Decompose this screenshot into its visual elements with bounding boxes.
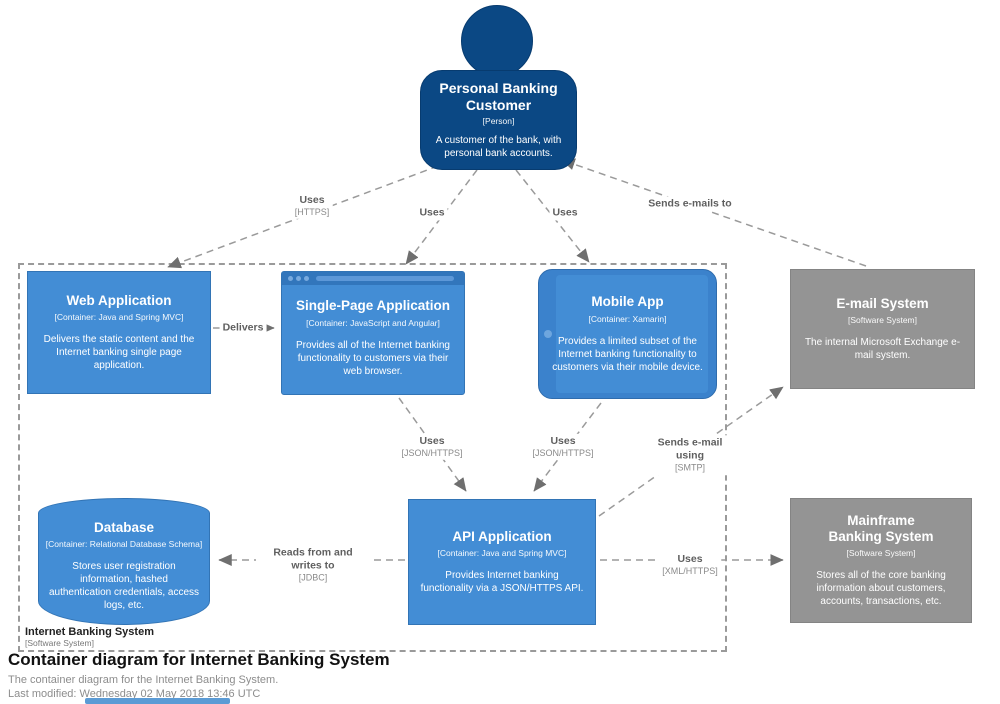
relationship-label-customer-webapp: Uses [HTTPS] [291, 192, 333, 220]
node-description: Stores user registration information, ha… [48, 561, 200, 612]
mobile-app-node[interactable]: Mobile App [Container: Xamarin] Provides… [538, 269, 717, 399]
node-title: Mobile App [591, 294, 664, 310]
node-type: [Software System] [848, 315, 917, 326]
relationship-text: Sends e-mails to [648, 197, 732, 210]
node-description: Provides Internet banking functionality … [420, 570, 584, 595]
boundary-label: Internet Banking System [Software System… [25, 626, 154, 648]
relationship-label-api-database: Reads from and writes to [JDBC] [256, 545, 370, 585]
node-type: [Person] [482, 116, 515, 127]
web-application-node[interactable]: Web Application [Container: Java and Spr… [27, 271, 211, 394]
node-type: [Container: Relational Database Schema] [45, 539, 203, 550]
node-title: Personal Banking Customer [439, 79, 558, 113]
relationship-technology: [XML/HTTPS] [662, 565, 718, 576]
person-head-icon [461, 5, 533, 77]
relationship-label-api-email: Sends e-mail using [SMTP] [646, 435, 734, 475]
node-description: A customer of the bank, with personal ba… [435, 135, 562, 160]
node-title: Database [93, 520, 155, 535]
boundary-type: [Software System] [25, 637, 94, 648]
relationship-technology: [SMTP] [674, 462, 705, 473]
diagram-subtitle: The container diagram for the Internet B… [8, 674, 279, 686]
phone-home-button-icon [544, 330, 552, 338]
relationship-text: Reads from and writes to [273, 546, 353, 572]
node-description: Provides a limited subset of the Interne… [552, 335, 703, 373]
relationship-label-customer-spa: Uses [416, 205, 448, 221]
relationship-label-spa-api: Uses [JSON/HTTPS] [398, 433, 466, 461]
node-description: Delivers the static content and the Inte… [43, 334, 195, 372]
relationship-label-webapp-spa: Delivers [219, 320, 267, 336]
relationship-label-mobile-api: Uses [JSON/HTTPS] [529, 433, 597, 461]
connector-customer-mobile [515, 169, 590, 263]
browser-address-bar-icon [316, 276, 454, 281]
phone-screen [556, 275, 708, 393]
relationship-label-api-mainframe: Uses [XML/HTTPS] [659, 551, 721, 579]
node-title: Mainframe Banking System [828, 512, 934, 544]
diagram-footer: Container diagram for Internet Banking S… [8, 650, 390, 700]
diagram-title: Container diagram for Internet Banking S… [8, 650, 390, 669]
node-description: The internal Microsoft Exchange e-mail s… [804, 337, 961, 362]
database-cylinder-body [38, 513, 210, 625]
node-type: [Container: JavaScript and Angular] [306, 317, 440, 328]
relationship-text: Sends e-mail using [657, 436, 723, 462]
node-type: [Container: Java and Spring MVC] [54, 312, 184, 323]
node-title: Web Application [66, 292, 172, 308]
mainframe-banking-system-node[interactable]: Mainframe Banking System [Software Syste… [790, 498, 972, 623]
node-type: [Container: Xamarin] [588, 313, 667, 324]
node-type: [Container: Java and Spring MVC] [437, 548, 567, 559]
browser-dot-icon [304, 276, 309, 281]
node-description: Provides all of the Internet banking fun… [296, 339, 450, 377]
boundary-name: Internet Banking System [25, 626, 154, 638]
node-title: E-mail System [836, 295, 929, 311]
node-description: Stores all of the core banking informati… [816, 570, 946, 608]
relationship-text: Uses [419, 434, 445, 447]
node-type: [Software System] [846, 548, 916, 559]
relationship-technology: [JDBC] [298, 572, 328, 583]
connector-email-customer [561, 158, 867, 267]
connector-customer-spa [405, 169, 478, 265]
browser-chrome [282, 272, 464, 285]
database-node[interactable]: Database [Container: Relational Database… [38, 498, 210, 625]
node-title: Single-Page Application [295, 298, 451, 314]
relationship-technology: [JSON/HTTPS] [532, 447, 594, 458]
relationship-technology: [JSON/HTTPS] [401, 447, 463, 458]
api-application-node[interactable]: API Application [Container: Java and Spr… [408, 499, 596, 625]
personal-banking-customer-node[interactable]: Personal Banking Customer [Person] A cus… [420, 70, 577, 170]
node-title: API Application [452, 528, 552, 544]
relationship-label-customer-mobile: Uses [549, 205, 581, 221]
relationship-text: Delivers [222, 321, 264, 334]
relationship-text: Uses [677, 552, 703, 565]
browser-dot-icon [296, 276, 301, 281]
browser-dot-icon [288, 276, 293, 281]
relationship-text: Uses [552, 206, 578, 219]
email-system-node[interactable]: E-mail System [Software System] The inte… [790, 269, 975, 389]
diagram-last-modified: Last modified: Wednesday 02 May 2018 13:… [8, 688, 261, 700]
relationship-technology: [HTTPS] [294, 206, 330, 217]
relationship-text: Uses [550, 434, 576, 447]
relationship-text: Uses [419, 206, 445, 219]
relationship-text: Uses [299, 193, 325, 206]
single-page-application-node[interactable]: Single-Page Application [Container: Java… [281, 271, 465, 395]
relationship-label-email-customer: Sends e-mails to [645, 196, 735, 212]
connector-mobile-api [533, 402, 602, 492]
bottom-accent-bar [85, 698, 230, 704]
